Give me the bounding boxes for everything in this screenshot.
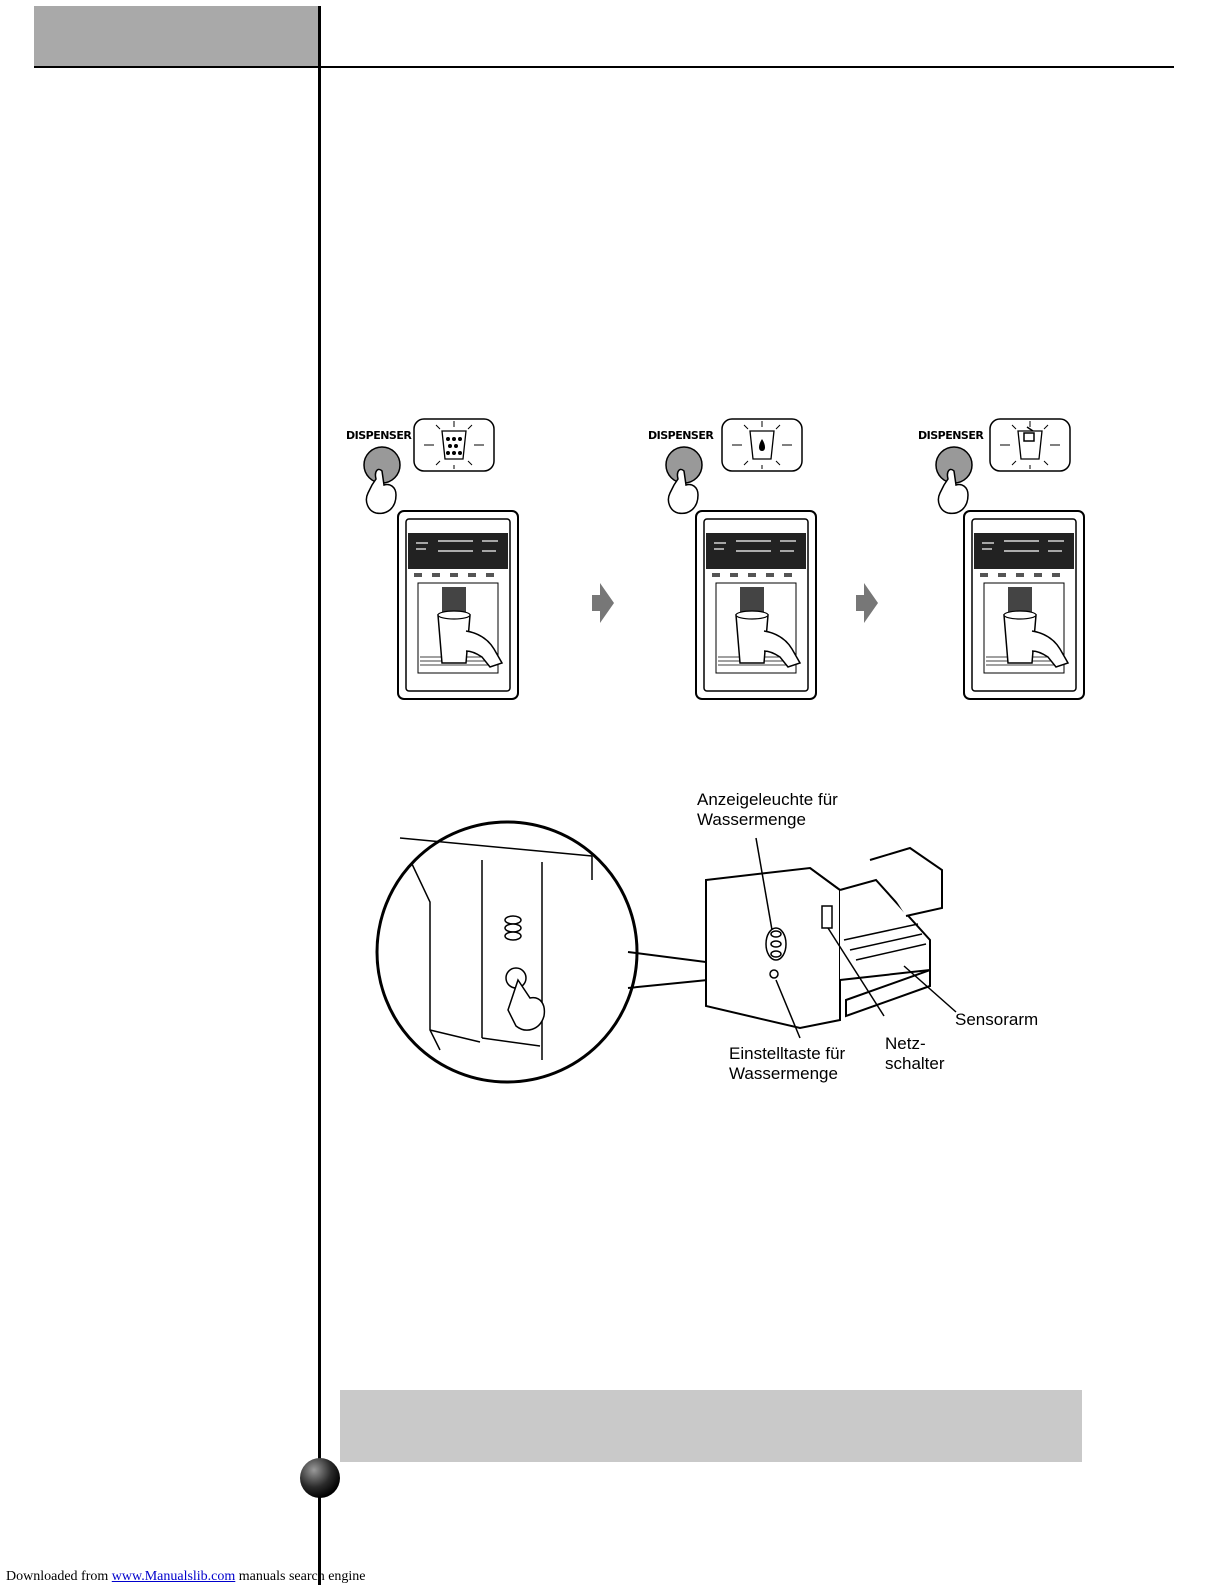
- footer-suffix: manuals search engine: [235, 1569, 365, 1584]
- next-arrow-icon: [592, 583, 614, 623]
- header-rule: [34, 66, 1174, 68]
- icemaker-illustration: [370, 820, 970, 1100]
- dispenser-step-2: [648, 419, 816, 699]
- sensor-arm-label: Sensorarm: [955, 1010, 1038, 1030]
- footer-prefix: Downloaded from: [6, 1569, 112, 1584]
- next-arrow-icon: [856, 583, 878, 623]
- footer: Downloaded from www.Manualslib.com manua…: [6, 1569, 366, 1585]
- page-marker-dot: [300, 1458, 340, 1498]
- note-bar: [340, 1390, 1082, 1462]
- power-switch-label: Netz-schalter: [885, 1034, 945, 1074]
- dispenser-steps-illustration: DISPENSER: [330, 405, 1090, 715]
- section-header-box: [34, 6, 319, 66]
- cubed-ice-icon: [990, 419, 1070, 471]
- manualslib-link[interactable]: www.Manualslib.com: [112, 1569, 236, 1584]
- dispenser-step-1: [346, 419, 518, 699]
- margin-rule: [318, 6, 321, 1585]
- dispenser-step-3: [918, 419, 1084, 699]
- crushed-ice-icon: [414, 419, 494, 471]
